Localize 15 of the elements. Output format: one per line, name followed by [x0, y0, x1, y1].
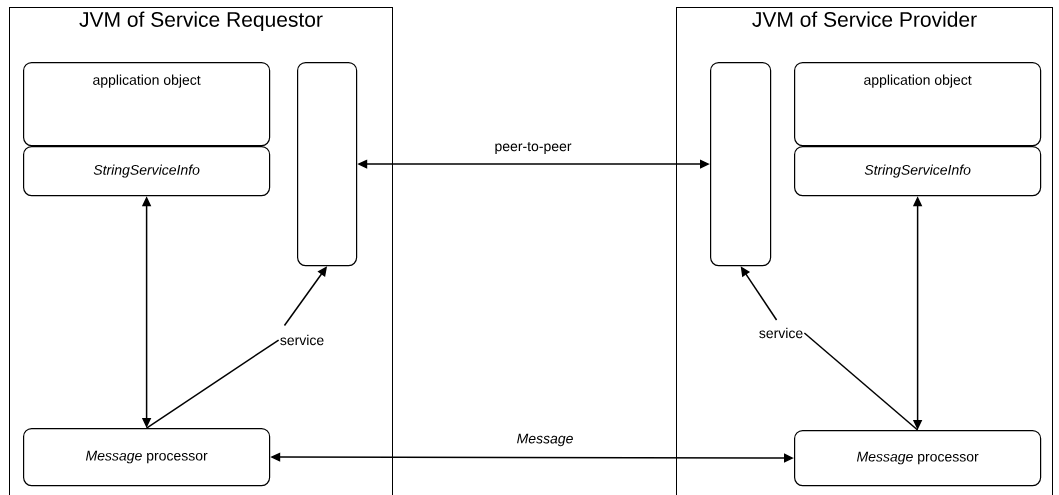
service-label: service	[280, 334, 324, 346]
interface-box	[710, 62, 772, 267]
connector-line	[145, 339, 280, 429]
edge-label: Message	[514, 431, 576, 449]
process-box: StringServiceInfo	[794, 146, 1042, 197]
process-box: application object	[23, 62, 271, 147]
edge-label: peer-to-peer	[492, 140, 574, 156]
process-box: StringServiceInfo	[23, 146, 271, 197]
arrow	[740, 266, 778, 321]
process-box: Message processor	[794, 430, 1042, 487]
process-box: application object	[794, 62, 1042, 147]
service-label: service	[759, 327, 803, 339]
connector-line	[803, 332, 919, 431]
interface-box	[297, 62, 358, 267]
process-box: Message processor	[23, 428, 271, 487]
